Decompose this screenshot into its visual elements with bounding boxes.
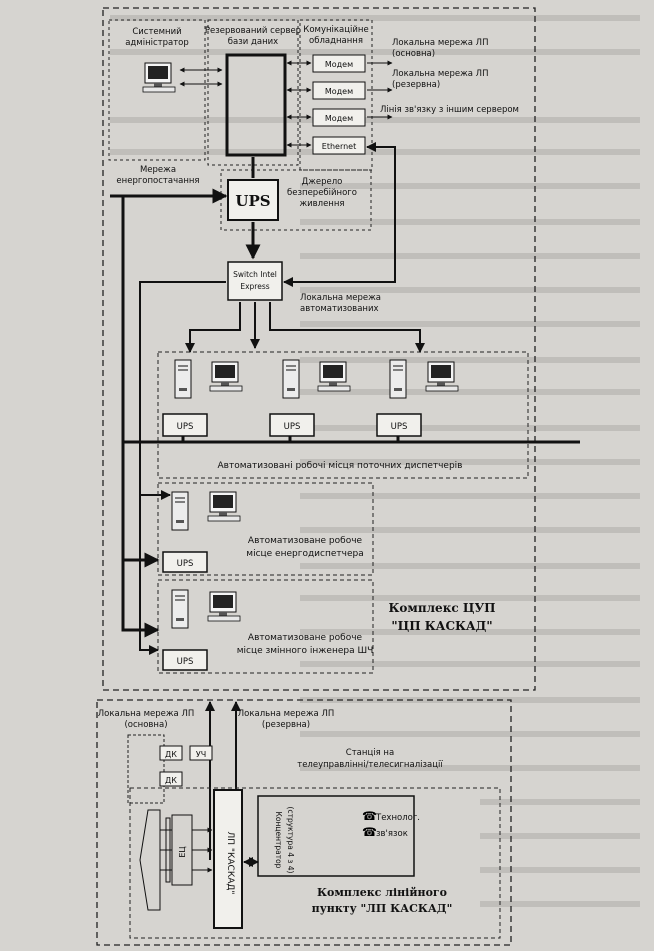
bottom-lan-main-1: Локальна мережа ЛП (98, 709, 194, 719)
complex-linear-2: пункту "ЛП КАСКАД" (312, 902, 453, 915)
modem-3: Модем (325, 114, 353, 123)
lan-lp-main-2: (основна) (392, 49, 435, 59)
admin-label: Системний адміністратор (125, 27, 189, 48)
ethernet: Ethernet (322, 142, 356, 151)
ych-box (189, 745, 213, 761)
admin-label-2: адміністратор (125, 38, 189, 48)
ups-main: UPS (235, 192, 270, 210)
energy-dispatcher-tower-icon (171, 491, 189, 531)
power-network-1: Мережа (140, 165, 176, 175)
dispatcher-1-pc-icon (209, 361, 243, 392)
lp-group (129, 787, 501, 939)
ups-source-3: живлення (299, 199, 344, 209)
link-other-server: Лінія зв'язку з іншим сервером (380, 105, 519, 115)
lp-kaskad: ЛП "КАСКАД" (225, 831, 235, 894)
ups-main-box (227, 179, 279, 221)
energy-dispatcher-2: місце енергодиспетчера (246, 549, 363, 559)
complex-cup-1: Комплекс ЦУП (388, 601, 495, 615)
ups-source-1: Джерело (302, 177, 343, 187)
bus-shape (139, 809, 161, 911)
dk-2-box (159, 771, 183, 787)
energy-dispatcher-group (157, 482, 374, 576)
comm-label-2: обладнання (309, 36, 363, 46)
ups-energy (162, 551, 208, 573)
server-label-1: Резервований сервер (205, 26, 301, 36)
concentrator-box (257, 795, 415, 877)
dispatcher-3-pc-icon (425, 361, 459, 392)
complex-cup-frame (102, 7, 536, 691)
ups-disp-1-label: UPS (177, 422, 194, 432)
dispatcher-2-pc-icon (317, 361, 351, 392)
station-label-2: телеуправлінні/телесигналізації (297, 760, 443, 770)
modem-2: Модем (325, 87, 353, 96)
reserve-server-box (225, 53, 287, 157)
concentrator-1: Концентратор (274, 812, 283, 869)
lp-kaskad-box (213, 789, 243, 929)
lan-automated-1: Локальна мережа (300, 293, 381, 303)
switch-2: Express (240, 282, 269, 291)
shift-engineer-1: Автоматизоване робоче (248, 633, 363, 643)
modem-3-box (312, 108, 366, 127)
ups-energy-label: UPS (177, 559, 194, 569)
concentrator-2: (структура 4 з 4) (286, 807, 295, 874)
station-label-1: Станція на (346, 748, 394, 758)
dispatchers-group (157, 351, 529, 479)
lan-lp-reserve-2: (резервна) (392, 80, 440, 90)
switch-box (227, 261, 283, 301)
power-network-2: енергопостачання (116, 176, 199, 186)
dispatcher-1-tower-icon (174, 359, 192, 399)
tech-link-2: зв'язок (376, 829, 408, 839)
ups-disp-3 (376, 413, 422, 437)
complex-linear-1: Комплекс лінійного (317, 886, 447, 899)
server-group (207, 19, 299, 166)
switch-1: Switch Intel (233, 270, 277, 279)
lan-lp-reserve-1: Локальна мережа ЛП (392, 69, 488, 79)
ec: ЕЦ (178, 846, 187, 857)
modem-1-box (312, 54, 366, 73)
dk-2: ДК (165, 776, 177, 785)
modem-2-box (312, 81, 366, 100)
dispatchers-label: Автоматизовані робочі місця поточних дис… (218, 461, 463, 471)
dk-1: ДК (165, 750, 177, 759)
dk-group (127, 734, 165, 804)
phone-icon-2: ☎ (362, 825, 377, 839)
ych: УЧ (196, 750, 206, 759)
bottom-lan-main-2: (основна) (124, 720, 167, 730)
ups-disp-3-label: UPS (391, 422, 408, 432)
admin-group (108, 19, 206, 161)
shift-engineer-pc-icon (207, 591, 241, 622)
dispatcher-3-tower-icon (389, 359, 407, 399)
admin-pc-icon (142, 62, 176, 93)
tech-link-1: Технолог. (375, 813, 420, 823)
server-label-2: бази даних (228, 37, 278, 47)
comm-label-1: Комунікаційне (303, 25, 368, 35)
shift-engineer-group (157, 579, 374, 674)
dispatcher-2-tower-icon (282, 359, 300, 399)
ups-disp-2-label: UPS (284, 422, 301, 432)
ups-source-2: безперебійного (287, 188, 357, 198)
energy-dispatcher-pc-icon (207, 491, 241, 522)
bottom-lan-reserve-1: Локальна мережа ЛП (238, 709, 334, 719)
complex-cup-2: "ЦП КАСКАД" (391, 619, 492, 633)
shift-engineer-2: місце змінного інженера ШЧ (237, 646, 374, 656)
lan-lp-main-1: Локальна мережа ЛП (392, 38, 488, 48)
ups-disp-2 (269, 413, 315, 437)
complex-linear-frame (96, 699, 512, 946)
energy-dispatcher-1: Автоматизоване робоче (248, 536, 363, 546)
bottom-lan-reserve-2: (резервна) (262, 720, 310, 730)
ups-disp-1 (162, 413, 208, 437)
modem-1: Модем (325, 60, 353, 69)
lan-automated-2: автоматизованих (300, 304, 379, 314)
shift-engineer-tower-icon (171, 589, 189, 629)
phone-icon-1: ☎ (362, 809, 377, 823)
ups-shift (162, 649, 208, 671)
admin-label-1: Системний (132, 27, 181, 37)
ups-shift-label: UPS (177, 657, 194, 667)
dk-1-box (159, 745, 183, 761)
